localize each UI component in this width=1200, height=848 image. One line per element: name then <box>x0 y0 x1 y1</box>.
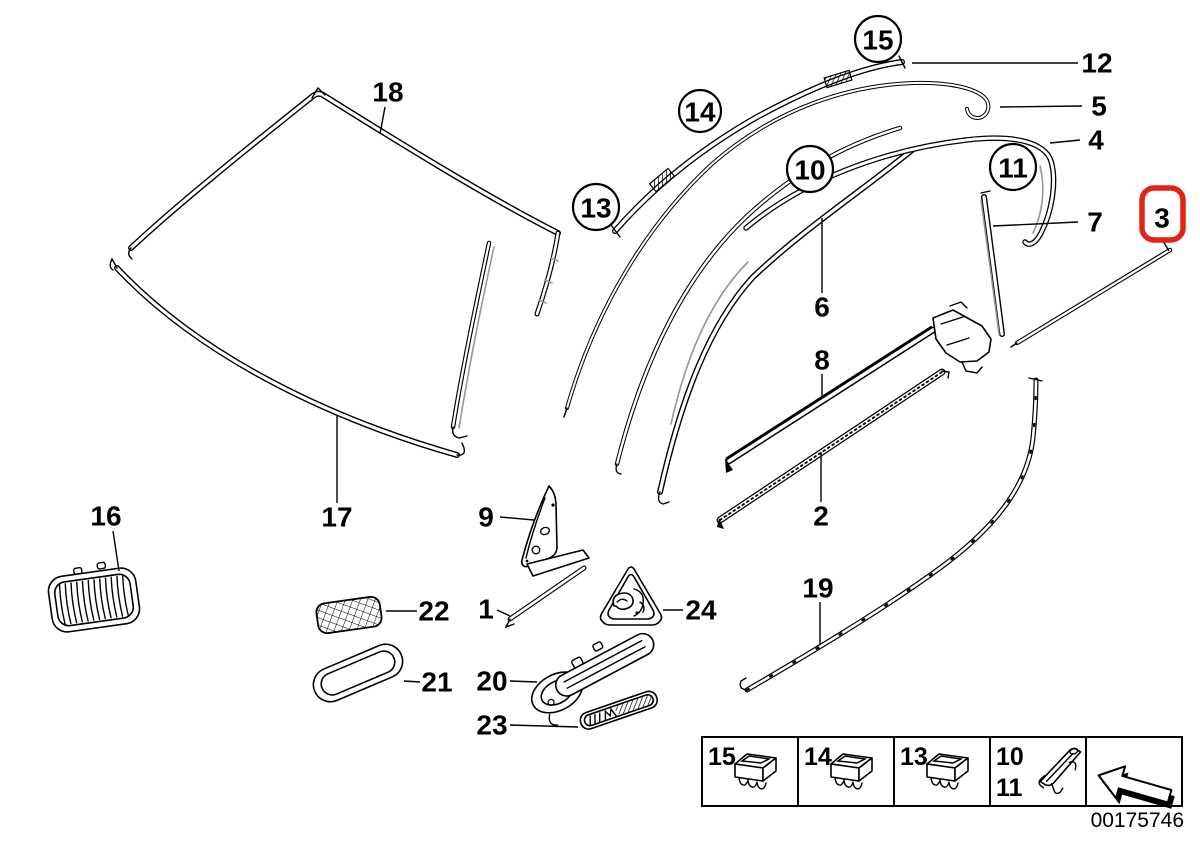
part-6-door-window-frame-moulding <box>657 147 915 505</box>
part-22-grille-mesh-insert <box>315 595 383 635</box>
callout-13: 13 <box>580 193 611 224</box>
windshield-corner-leg <box>534 230 561 317</box>
callout-18: 18 <box>372 77 403 108</box>
part-23-m-badge <box>579 690 659 730</box>
callout-7: 7 <box>1087 207 1103 238</box>
part-8-belt-strip-with-clamp <box>725 301 992 473</box>
part-21-vent-trim-ring <box>312 643 404 703</box>
callout-circle-11 <box>988 142 1038 192</box>
callout-24: 24 <box>685 595 717 626</box>
callout-10: 10 <box>794 155 825 186</box>
leader-line-21 <box>403 680 421 683</box>
callout-2: 2 <box>813 501 829 532</box>
part-5-roof-finisher <box>563 80 991 418</box>
a-pillar-strip <box>614 125 903 475</box>
legend-label-11: 11 <box>996 774 1023 802</box>
leader-line-4 <box>1049 139 1081 144</box>
part-1-door-strip <box>504 565 587 629</box>
callout-12: 12 <box>1081 48 1112 79</box>
leader-line-1 <box>496 609 511 617</box>
part-7-pillar-finisher <box>980 190 1005 337</box>
callout-9: 9 <box>478 502 494 533</box>
callout-6: 6 <box>814 292 830 323</box>
callout-23: 23 <box>476 710 507 741</box>
callout-labels: 18 12 54 7 6 8 2 16 17 9 22 1 24 21 20 23 19 15 14 13 10 11 3 <box>90 14 1186 741</box>
callout-15: 15 <box>862 25 893 56</box>
part-18-windshield-upper-moulding <box>128 86 561 260</box>
leader-line-5 <box>999 105 1083 108</box>
highlight-box <box>1139 185 1186 243</box>
leader-line-23 <box>509 724 579 728</box>
callout-circle-10 <box>785 144 835 194</box>
legend-label-10: 10 <box>996 743 1024 771</box>
part-17-windshield-lower-moulding <box>109 257 466 458</box>
part-24-airbag-warning-label <box>599 566 663 626</box>
callout-14: 14 <box>684 97 716 128</box>
part-16-kidney-grille <box>47 561 141 633</box>
part-2-belt-strip <box>716 368 950 529</box>
part-19-sill-strip <box>739 377 1043 693</box>
legend-label-15: 15 <box>708 743 736 771</box>
callout-circle-15 <box>853 14 903 64</box>
callout-19: 19 <box>802 573 833 604</box>
leader-line-16 <box>112 530 120 572</box>
leader-line-9 <box>499 516 535 521</box>
callout-circle-14 <box>677 88 723 134</box>
leader-line-20 <box>509 680 538 683</box>
windshield-side-strip <box>450 240 495 439</box>
callout-3-highlighted: 3 <box>1154 203 1170 234</box>
part-20-handle-carrier <box>530 632 655 726</box>
legend-label-14: 14 <box>804 743 832 771</box>
fastener-legend: 15 14 13 10 11 <box>701 736 1183 819</box>
callout-4: 4 <box>1088 125 1104 156</box>
callout-16: 16 <box>90 501 121 532</box>
legend-label-13: 13 <box>900 743 928 771</box>
callout-20: 20 <box>476 666 507 697</box>
callout-circle-13 <box>571 182 621 232</box>
image-number: 00175746 <box>1091 809 1184 832</box>
part-3-side-strip <box>1010 247 1173 348</box>
callout-8: 8 <box>814 345 830 376</box>
callout-17: 17 <box>321 502 352 533</box>
part-12-roof-moulding <box>610 55 906 238</box>
leader-line-7 <box>992 221 1079 227</box>
callout-5: 5 <box>1091 91 1107 122</box>
callout-21: 21 <box>421 667 452 698</box>
callout-22: 22 <box>418 596 449 627</box>
leader-line-18 <box>379 106 386 135</box>
part-4-quarter-window-moulding <box>743 135 1057 247</box>
callout-11: 11 <box>998 153 1028 184</box>
callout-1: 1 <box>478 594 494 625</box>
part-9-mirror-sail-trim <box>521 485 590 577</box>
